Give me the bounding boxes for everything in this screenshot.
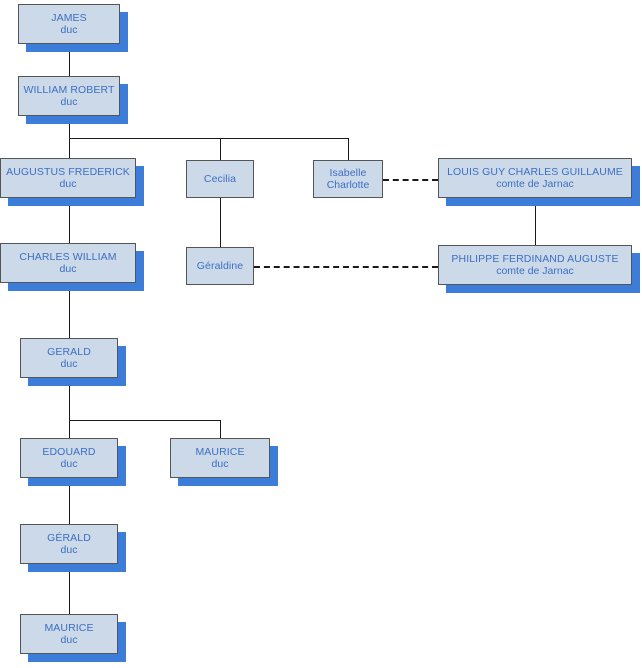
node-title-louis-guy-charles-guillaume: comte de Jarnac [496, 178, 574, 190]
node-title-charles-william: duc [59, 263, 77, 275]
node-name-maurice-upper: MAURICE [195, 445, 245, 458]
edge-cecilia-to-geraldine [220, 198, 221, 247]
node-cecilia[interactable]: Cecilia [186, 160, 254, 198]
node-title-isabelle-charlotte: Charlotte [326, 179, 370, 191]
node-name-edouard: EDOUARD [42, 445, 96, 458]
node-name-isabelle-charlotte: Isabelle [329, 166, 367, 179]
edge-marriage-isabelle-louis [383, 179, 438, 181]
node-title-edouard: duc [60, 458, 78, 470]
node-name-augustus-frederick: AUGUSTUS FREDERICK [6, 165, 130, 178]
edge-drop-augustus [69, 138, 70, 158]
node-name-william-robert: WILLIAM ROBERT [23, 83, 115, 96]
node-name-philippe-ferdinand-auguste: PHILIPPE FERDINAND AUGUSTE [451, 252, 619, 265]
edge-charles-william-to-gerald [69, 283, 70, 338]
node-name-cecilia: Cecilia [203, 172, 237, 185]
edge-gerald-stem [69, 378, 70, 420]
edge-gerald-accent-to-maurice-lower [69, 564, 70, 614]
edge-louis-to-philippe [535, 198, 536, 245]
edge-sibling-bus-row-edouard-maurice [69, 420, 221, 421]
node-name-gerald: GERALD [47, 345, 91, 358]
node-name-james: JAMES [51, 11, 87, 24]
node-title-maurice-upper: duc [211, 458, 229, 470]
node-title-william-robert: duc [60, 96, 78, 108]
node-name-louis-guy-charles-guillaume: LOUIS GUY CHARLES GUILLAUME [447, 165, 623, 178]
node-name-geraldine: Géraldine [196, 259, 244, 272]
edge-drop-edouard [69, 420, 70, 438]
edge-drop-maurice-upper [220, 420, 221, 438]
edge-edouard-to-gerald-accent [69, 478, 70, 524]
edge-marriage-geraldine-philippe [254, 266, 438, 268]
node-name-gerald-accent: GÉRALD [47, 531, 91, 544]
node-title-maurice-lower: duc [60, 634, 78, 646]
edge-william-robert-stem [69, 116, 70, 138]
node-name-maurice-lower: MAURICE [44, 621, 94, 634]
node-title-james: duc [60, 24, 78, 36]
node-geraldine[interactable]: Géraldine [186, 247, 254, 285]
edge-drop-isabelle [348, 138, 349, 160]
edge-augustus-to-charles-william [69, 198, 70, 243]
node-title-augustus-frederick: duc [59, 178, 77, 190]
node-title-gerald-accent: duc [60, 544, 78, 556]
node-title-gerald: duc [60, 358, 78, 370]
edge-drop-cecilia [220, 138, 221, 160]
edge-james-to-william-robert [69, 44, 70, 76]
edge-sibling-bus-row2 [69, 138, 349, 139]
node-title-philippe-ferdinand-auguste: comte de Jarnac [496, 265, 574, 277]
node-name-charles-william: CHARLES WILLIAM [19, 250, 117, 263]
